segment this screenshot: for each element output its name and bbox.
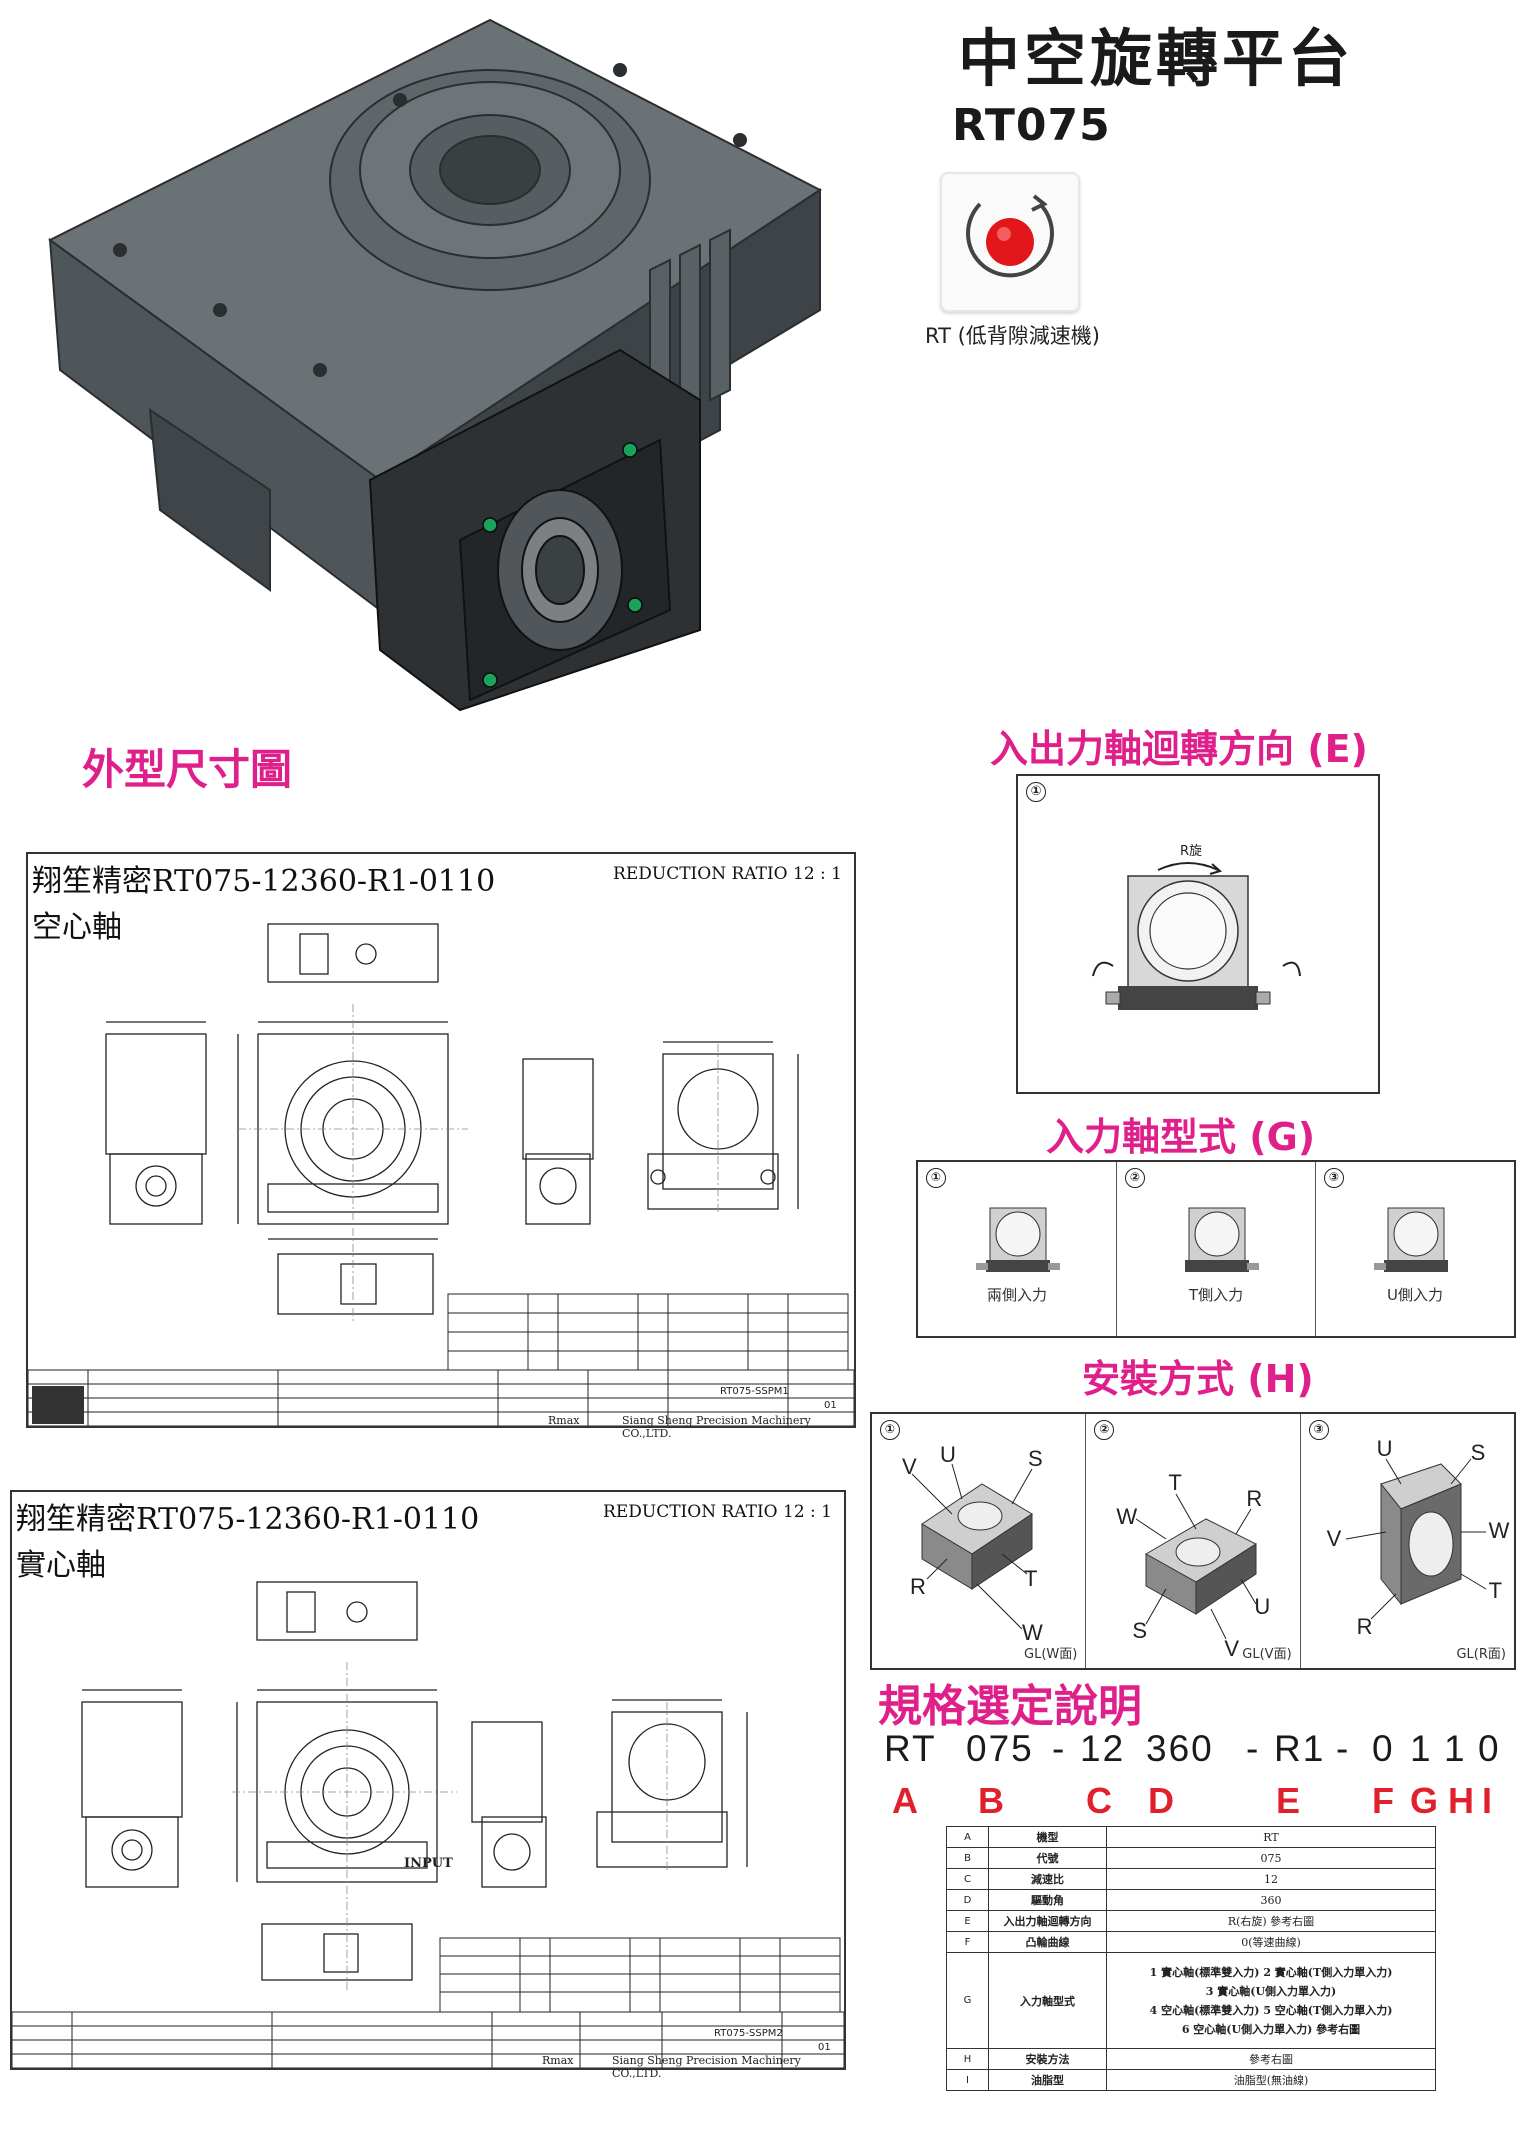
model-number: RT075: [952, 100, 1111, 151]
reduction-ratio: REDUCTION RATIO 12 : 1: [613, 864, 842, 884]
icon-caption: RT (低背隙減速機): [925, 324, 1100, 348]
input-type-option: ② T側入力: [1117, 1162, 1316, 1336]
page-title: 中空旋轉平台: [958, 22, 1355, 95]
rotation-label: R旋: [1180, 844, 1203, 859]
rmax-label: Rmax: [542, 2054, 574, 2067]
drawing-title: 翔笙精密RT075-12360-R1-0110: [32, 864, 496, 899]
revision: 01: [818, 2042, 831, 2053]
revision: 01: [824, 1400, 837, 1411]
mounting-option: ③ U S V W R T GL(R面): [1301, 1414, 1514, 1668]
rotation-indicator-icon: [940, 172, 1080, 312]
input-shaft-type-heading: 入力軸型式 (G): [1046, 1115, 1316, 1159]
reduction-ratio: REDUCTION RATIO 12 : 1: [603, 1502, 832, 1522]
rotation-diagram: [1092, 862, 1301, 1010]
rotation-direction-box: ① R旋: [1016, 774, 1380, 1094]
product-render: [20, 10, 840, 730]
technical-drawing: [12, 1581, 844, 2068]
shaft-diagram: [1374, 1207, 1448, 1272]
part-number: RT075-SSPM2: [714, 2028, 783, 2039]
spec-heading: 規格選定說明: [878, 1681, 1142, 1732]
company-name: Siang Sheng Precision Machinery CO.,LTD.: [612, 2054, 801, 2080]
shaft-diagram: [1185, 1207, 1259, 1272]
input-shaft-type-box: ① 兩側入力 ② T側入力 ③ U側入力: [916, 1160, 1516, 1338]
option-number: ①: [1026, 782, 1046, 802]
drawing-title: 翔笙精密RT075-12360-R1-0110: [16, 1502, 480, 1537]
input-type-option: ① 兩側入力: [918, 1162, 1117, 1336]
mounting-option: ② T W R S U V GL(V面): [1086, 1414, 1301, 1668]
mounting-heading: 安裝方式 (H): [1082, 1357, 1314, 1401]
mounting-option: ① V U S R T W GL(W面): [872, 1414, 1087, 1668]
part-number: RT075-SSPM1: [720, 1386, 789, 1397]
technical-drawing: [28, 923, 854, 1426]
drawing-sheet-hollow: 翔笙精密RT075-12360-R1-0110 空心軸 REDUCTION RA…: [26, 852, 856, 1440]
outline-heading: 外型尺寸圖: [82, 745, 293, 794]
table-row: G 入力軸型式 1 實心軸(標準雙入力) 2 實心軸(T側入力單入力) 3 實心…: [946, 1952, 1436, 2049]
mounting-box: ① V U S R T W GL(W面) ② T W R S U V GL(V面…: [870, 1412, 1516, 1670]
drawing-subtitle: 空心軸: [32, 910, 122, 945]
mounting-diagram: [911, 1463, 1033, 1630]
mounting-diagram: [1136, 1493, 1258, 1640]
input-type-option: ③ U側入力: [1316, 1162, 1514, 1336]
input-label: INPUT: [404, 1856, 453, 1871]
shaft-diagram: [976, 1207, 1060, 1272]
mounting-diagram: [1345, 1458, 1486, 1620]
rotation-direction-heading: 入出力軸迴轉方向 (E): [990, 727, 1368, 771]
drawing-sheet-solid: 翔笙精密RT075-12360-R1-0110 實心軸 REDUCTION RA…: [10, 1490, 846, 2080]
drawing-subtitle: 實心軸: [16, 1548, 106, 1583]
company-name: Siang Sheng Precision Machinery CO.,LTD.: [622, 1414, 811, 1440]
rmax-label: Rmax: [548, 1414, 580, 1427]
